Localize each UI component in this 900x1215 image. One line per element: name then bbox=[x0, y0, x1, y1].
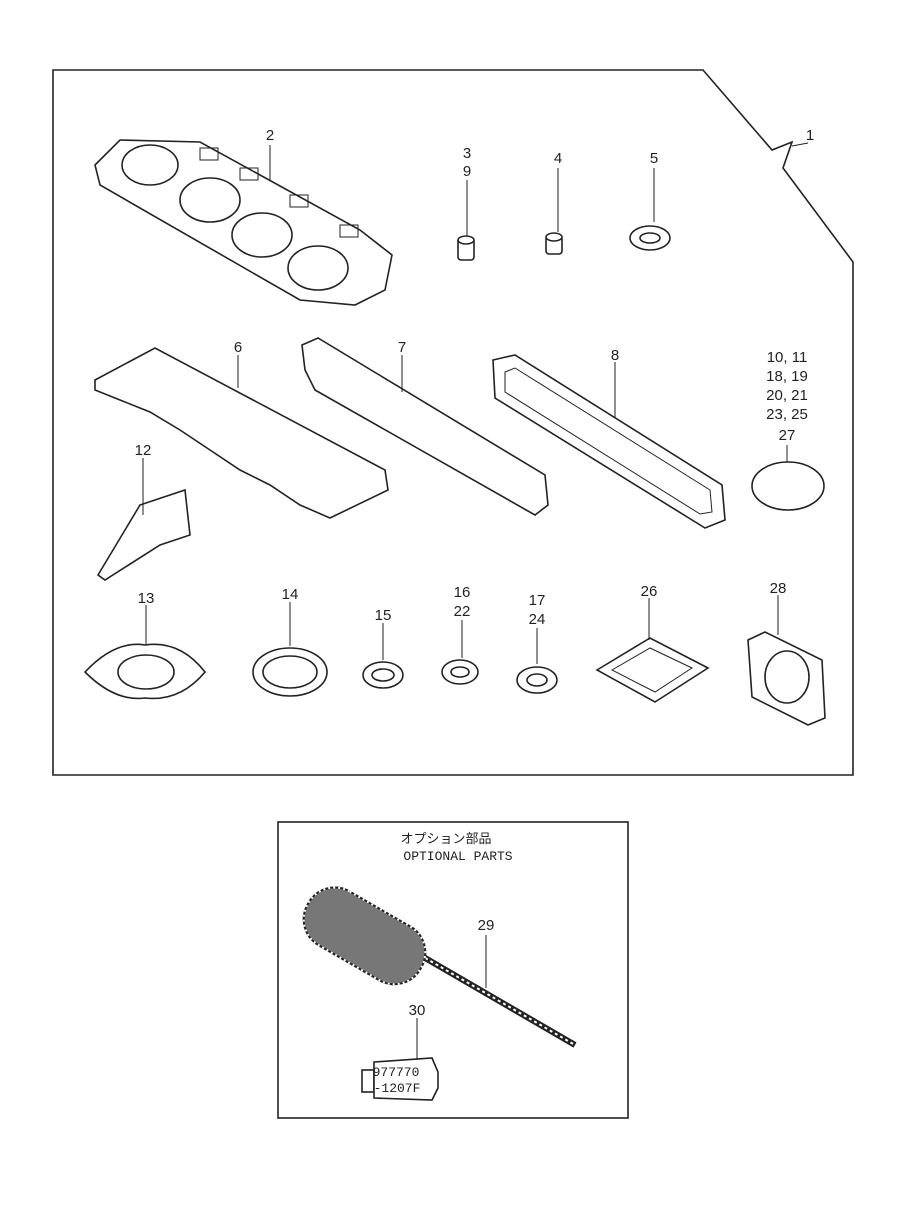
tube-text-2: -1207F bbox=[374, 1081, 421, 1096]
callout-10-11: 10, 11 bbox=[767, 349, 808, 366]
callout-14: 14 bbox=[282, 586, 299, 603]
callout-29: 29 bbox=[478, 917, 495, 934]
small-seal bbox=[362, 661, 404, 689]
callout-17: 17 bbox=[529, 592, 546, 609]
callout-13: 13 bbox=[138, 590, 155, 607]
callout-16: 16 bbox=[454, 584, 471, 601]
large-seal-ring bbox=[252, 647, 328, 697]
washer-seal bbox=[629, 225, 671, 251]
callout-1: 1 bbox=[806, 127, 814, 144]
flange-gasket bbox=[83, 643, 207, 700]
callout-9: 9 bbox=[463, 163, 471, 180]
callout-12: 12 bbox=[135, 442, 152, 459]
callout-23-25: 23, 25 bbox=[766, 406, 808, 423]
callout-6: 6 bbox=[234, 339, 242, 356]
seal-washer-16 bbox=[441, 659, 479, 685]
callout-18-19: 18, 19 bbox=[766, 368, 808, 385]
callout-4: 4 bbox=[554, 150, 562, 167]
callout-3: 3 bbox=[463, 145, 471, 162]
callout-2: 2 bbox=[266, 127, 274, 144]
callout-15: 15 bbox=[375, 607, 392, 624]
seal-washer-17 bbox=[516, 666, 558, 694]
dowel-bushing bbox=[545, 232, 563, 255]
exhaust-manifold-gasket bbox=[492, 354, 726, 529]
thermostat-gasket bbox=[747, 631, 826, 726]
kit-frame bbox=[52, 69, 854, 776]
callout-20-21: 20, 21 bbox=[766, 387, 808, 404]
optional-title-en: OPTIONAL PARTS bbox=[403, 849, 512, 864]
tube-text-1: 977770 bbox=[373, 1065, 420, 1080]
callout-5: 5 bbox=[650, 150, 658, 167]
callout-28: 28 bbox=[770, 580, 787, 597]
o-ring bbox=[751, 461, 825, 511]
callout-22: 22 bbox=[454, 603, 471, 620]
callout-24: 24 bbox=[529, 611, 546, 628]
square-gasket bbox=[595, 637, 710, 703]
valve-stem-seal bbox=[457, 235, 475, 261]
valve-cover-gasket bbox=[94, 347, 389, 519]
callout-30: 30 bbox=[409, 1002, 426, 1019]
callout-27: 27 bbox=[779, 427, 796, 444]
intake-manifold-gasket bbox=[301, 337, 549, 516]
head-gasket bbox=[94, 139, 393, 306]
optional-title-jp: オプション部品 bbox=[400, 832, 491, 847]
plate-gasket bbox=[96, 488, 191, 581]
callout-26: 26 bbox=[641, 583, 658, 600]
callout-7: 7 bbox=[398, 339, 406, 356]
optional-parts-frame bbox=[277, 821, 629, 1119]
sealant-tube: 977770 -1207F bbox=[361, 1057, 439, 1101]
cylinder-hone-brush bbox=[302, 886, 577, 1048]
callout-8: 8 bbox=[611, 347, 619, 364]
